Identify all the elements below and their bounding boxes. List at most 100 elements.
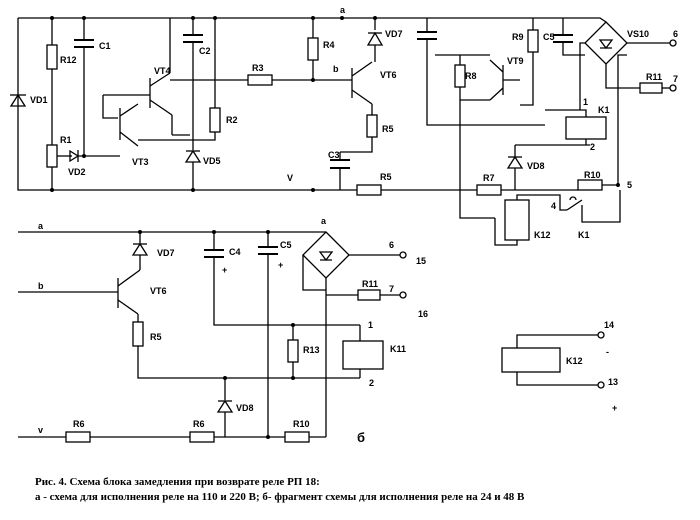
- label-r2: R2: [226, 115, 238, 125]
- label-b-terminal-14: 14: [604, 320, 614, 330]
- label-b-r6-left: R6: [73, 419, 85, 429]
- label-vd1: VD1: [30, 95, 48, 105]
- label-b-k11: K11: [390, 344, 406, 354]
- label-k1-contact: K1: [578, 230, 590, 240]
- label-vd7: VD7: [385, 29, 403, 39]
- vd8-diode: [506, 155, 524, 169]
- label-r10: R10: [584, 170, 601, 180]
- r7-resistor: [476, 184, 502, 196]
- k11-relay-coil: [342, 340, 384, 370]
- r5-resistor-lower: [356, 184, 382, 196]
- vd1-diode: [9, 93, 27, 107]
- label-b-vd8: VD8: [236, 403, 254, 413]
- diagram-b-labels: a b v VD7 VT6 R5 C4 C5 a R11 R13 K11 VD8…: [38, 216, 618, 445]
- k12b-relay-coil: [501, 347, 561, 373]
- r8-resistor: [454, 64, 466, 88]
- label-terminal-2: 2: [590, 142, 595, 152]
- label-b-k12: K12: [566, 356, 583, 366]
- label-vd2: VD2: [68, 167, 86, 177]
- label-b-terminal-1: 1: [368, 320, 373, 330]
- k12-relay-coil: [504, 199, 530, 241]
- r6-resistor-right: [189, 431, 215, 443]
- r2-resistor: [209, 107, 221, 133]
- label-r1: R1: [60, 135, 72, 145]
- vd8b-diode: [216, 399, 234, 413]
- label-vt9: VT9: [507, 56, 524, 66]
- c3-capacitor: [330, 159, 350, 169]
- vd7b-diode: [131, 242, 149, 256]
- label-b-plus-13: +: [612, 403, 617, 413]
- label-c3: C3: [328, 150, 340, 160]
- label-vt3: VT3: [132, 157, 149, 167]
- label-b-r6-right: R6: [193, 419, 205, 429]
- label-b-c5: C5: [280, 240, 292, 250]
- c5b-capacitor: [258, 246, 278, 255]
- label-r8: R8: [465, 71, 477, 81]
- c4b-capacitor: [204, 249, 224, 258]
- terminal-7: [669, 84, 677, 92]
- label-c2: C2: [199, 46, 211, 56]
- terminal-6: [669, 39, 677, 47]
- r4-resistor: [307, 37, 319, 61]
- vt3-transistor: [119, 103, 139, 147]
- node-b-a-label: a: [38, 221, 44, 231]
- label-b-terminal-7: 7: [389, 284, 394, 294]
- label-b-terminal-2: 2: [369, 378, 374, 388]
- r3-resistor: [247, 74, 273, 86]
- k1-relay-coil: [565, 116, 607, 140]
- c1-capacitor: [74, 39, 94, 48]
- label-vt6: VT6: [380, 70, 397, 80]
- vd5-zener-diode: [184, 149, 202, 163]
- terminal-14: [597, 331, 605, 339]
- label-terminal-4: 4: [551, 201, 556, 211]
- label-b-terminal-6: 6: [389, 240, 394, 250]
- node-b-b-label: b: [38, 281, 44, 291]
- label-r5-upper: R5: [382, 124, 394, 134]
- label-terminal-7: 7: [673, 74, 678, 84]
- c2-capacitor: [183, 34, 203, 43]
- label-b-terminal-13: 13: [608, 377, 618, 387]
- r13-resistor: [287, 339, 299, 363]
- r6-resistor-left: [65, 431, 91, 443]
- label-r5-lower: R5: [380, 172, 392, 182]
- r10b-resistor: [284, 431, 310, 443]
- label-b-vd7: VD7: [157, 248, 175, 258]
- vd7-diode: [366, 31, 384, 46]
- label-vd5: VD5: [203, 156, 221, 166]
- c4-capacitor: [417, 31, 437, 40]
- caption-line-1: Рис. 4. Схема блока замедления при возвр…: [35, 476, 320, 488]
- label-r12: R12: [60, 55, 77, 65]
- r5b-resistor: [132, 321, 144, 347]
- node-b-label: b: [333, 64, 339, 74]
- label-vt4: VT4: [154, 66, 171, 76]
- caption-line-2: а - схема для исполнения реле на 110 и 2…: [35, 491, 525, 503]
- label-b-bridge: a: [321, 216, 327, 226]
- vt9-transistor: [489, 59, 504, 101]
- node-a-label: a: [340, 5, 346, 15]
- label-c1: C1: [99, 41, 111, 51]
- label-b-r5: R5: [150, 332, 162, 342]
- label-k1: K1: [598, 105, 610, 115]
- vt6-transistor: [351, 61, 373, 105]
- diagram-b: [18, 230, 605, 443]
- diagram-a: [9, 16, 677, 246]
- label-b-vt6: VT6: [150, 286, 167, 296]
- vt6b-transistor: [117, 269, 141, 315]
- label-b-sublabel: б: [357, 430, 365, 445]
- label-b-minus-14: -: [606, 347, 609, 357]
- label-terminal-5: 5: [627, 180, 632, 190]
- label-c5: C5: [543, 32, 555, 42]
- label-b-plus-c4: +: [222, 265, 227, 275]
- r9-resistor: [527, 29, 539, 53]
- diode-bridge-b: [302, 231, 350, 279]
- label-r7: R7: [483, 173, 495, 183]
- terminal-b-6: [399, 251, 407, 259]
- terminal-b-7: [399, 291, 407, 299]
- terminal-13: [597, 381, 605, 389]
- label-vd8: VD8: [527, 161, 545, 171]
- label-b-r10: R10: [293, 419, 310, 429]
- r11b-resistor: [357, 289, 381, 301]
- node-v-label: V: [287, 173, 293, 183]
